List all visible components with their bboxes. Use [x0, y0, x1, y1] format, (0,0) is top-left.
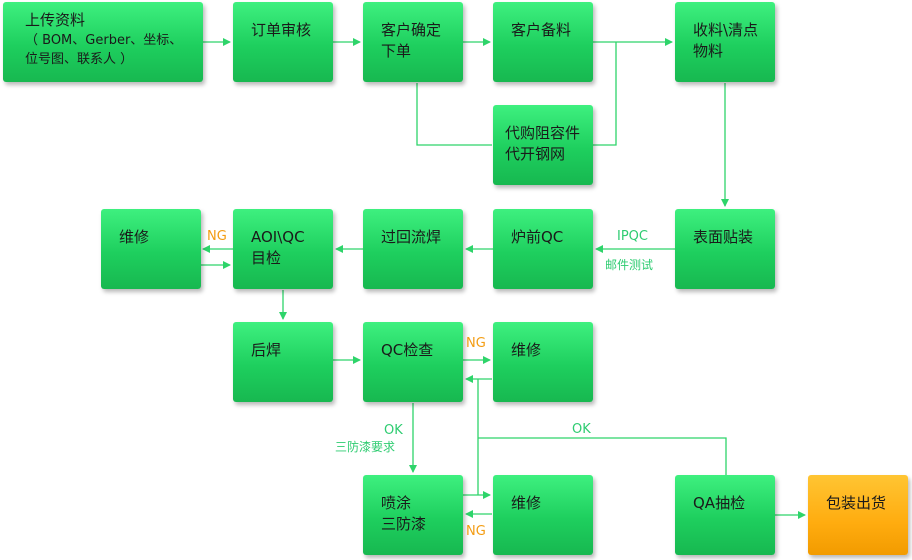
smt-box: 表面贴装	[675, 209, 775, 289]
customer-confirm-box: 客户确定 下单	[363, 2, 463, 82]
order-review-box: 订单审核	[233, 2, 333, 82]
repair-2-label: 维修	[511, 341, 542, 359]
proxy-purchase-line2: 代开钢网	[505, 145, 566, 163]
ng-spray-label: NG	[466, 524, 486, 539]
repair-3-label: 维修	[511, 494, 542, 512]
line-confirm-to-proxy	[416, 83, 492, 146]
aoi-qc-box: AOI\QC 目检	[233, 209, 333, 289]
customer-material-label: 客户备料	[511, 21, 572, 39]
order-review-label: 订单审核	[251, 21, 312, 39]
ipqc-label: IPQC	[617, 229, 648, 244]
reflow-label: 过回流焊	[381, 228, 442, 246]
customer-confirm-line2: 下单	[381, 42, 412, 60]
upload-detail-2: 位号图、联系人 ）	[25, 52, 134, 67]
spray-line1: 喷涂	[381, 494, 412, 512]
proxy-purchase-line1: 代购阻容件	[505, 124, 581, 142]
post-solder-box: 后焊	[233, 322, 333, 402]
customer-material-box: 客户备料	[493, 2, 593, 82]
receive-count-line1: 收料\清点	[693, 21, 759, 39]
upload-title: 上传资料	[25, 11, 86, 29]
receive-count-line2: 物料	[693, 42, 724, 60]
ng-aoi-label: NG	[207, 229, 227, 244]
reflow-box: 过回流焊	[363, 209, 463, 289]
receive-count-box: 收料\清点 物料	[675, 2, 775, 82]
line-proxy-to-receive	[593, 42, 617, 146]
pre-oven-qc-box: 炉前QC	[493, 209, 593, 289]
upload-data-box: 上传资料 （ BOM、Gerber、坐标、 位号图、联系人 ）	[3, 2, 203, 82]
pre-oven-qc-label: 炉前QC	[511, 228, 564, 246]
part-test-label: 邮件测试	[605, 258, 654, 272]
post-solder-label: 后焊	[251, 341, 282, 359]
ng-qc-label: NG	[466, 336, 486, 351]
ok-qa-label: OK	[572, 422, 591, 437]
repair-box-1: 维修	[101, 209, 201, 289]
aoi-qc-line1: AOI\QC	[251, 228, 305, 246]
qc-check-label: QC检查	[381, 341, 434, 359]
customer-confirm-line1: 客户确定	[381, 21, 442, 39]
aoi-qc-line2: 目检	[251, 249, 282, 267]
qa-sampling-label: QA抽检	[693, 494, 746, 512]
repair-box-2: 维修	[493, 322, 593, 402]
upload-detail-1: （ BOM、Gerber、坐标、	[25, 33, 183, 48]
spray-line2: 三防漆	[381, 515, 427, 533]
line-qa-ok-back	[478, 437, 727, 475]
ok-qc-label: OK	[384, 423, 403, 438]
qc-check-box: QC检查	[363, 322, 463, 402]
spray-box: 喷涂 三防漆	[363, 475, 463, 555]
qa-sampling-box: QA抽检	[675, 475, 775, 555]
repair-box-3: 维修	[493, 475, 593, 555]
proxy-purchase-box: 代购阻容件 代开钢网	[493, 105, 593, 185]
packing-label: 包装出货	[826, 494, 887, 512]
smt-label: 表面贴装	[693, 228, 754, 246]
repair-1-label: 维修	[119, 228, 150, 246]
packing-box: 包装出货	[808, 475, 908, 555]
conformal-requirement-label: 三防漆要求	[335, 440, 396, 454]
